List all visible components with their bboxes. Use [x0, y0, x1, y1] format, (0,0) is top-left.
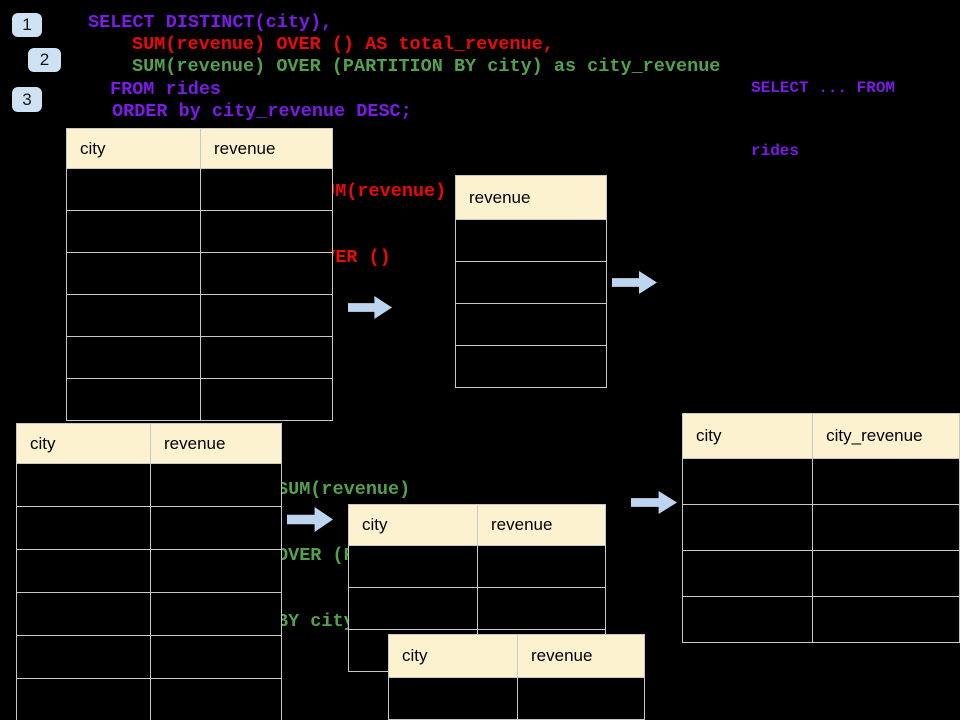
empty-cell [200, 210, 333, 253]
sql-line-select: SELECT DISTINCT(city), [88, 12, 333, 33]
empty-cell [200, 294, 333, 337]
flow-arrow-total-result-icon [612, 271, 657, 294]
empty-cell [812, 596, 960, 643]
annotation-line: SUM(revenue) [313, 181, 447, 202]
empty-cell [812, 458, 960, 505]
empty-cell [812, 504, 960, 551]
column-header-city: city [66, 128, 201, 169]
sql-line-order: ORDER by city_revenue DESC; [112, 101, 412, 122]
column-header-revenue: revenue [455, 175, 607, 220]
empty-cell [681, 458, 814, 505]
sql-line-total-revenue: SUM(revenue) OVER () AS total_revenue, [132, 34, 554, 55]
data-table: revenue [455, 175, 607, 388]
empty-cell [16, 678, 151, 720]
column-header-city: city [16, 423, 151, 464]
column-header-city: city [388, 634, 518, 678]
column-header-revenue: revenue [517, 634, 645, 678]
column-header-revenue: revenue [477, 504, 606, 546]
empty-cell [66, 252, 201, 295]
table-total-revenue-result: revenue [455, 175, 607, 388]
empty-cell [388, 677, 518, 720]
empty-cell [150, 678, 282, 720]
empty-cell [455, 261, 607, 304]
empty-cell [681, 504, 814, 551]
note-line-1: SELECT ... FROM [751, 79, 896, 97]
column-header-revenue: revenue [150, 423, 282, 464]
empty-cell [681, 550, 814, 597]
flow-arrow-partition-result-icon [631, 491, 677, 514]
empty-cell [150, 592, 282, 636]
empty-cell [150, 463, 282, 507]
sql-line-city-revenue: SUM(revenue) OVER (PARTITION BY city) as… [132, 56, 721, 77]
step-badge-1: 1 [12, 13, 42, 37]
empty-cell [16, 506, 151, 550]
empty-cell [455, 303, 607, 346]
empty-cell [16, 592, 151, 636]
step-badge-3: 3 [12, 87, 42, 112]
empty-cell [66, 294, 201, 337]
empty-cell [66, 168, 201, 211]
empty-cell [150, 506, 282, 550]
empty-cell [200, 168, 333, 211]
note-line-2: rides [751, 142, 800, 160]
empty-cell [812, 550, 960, 597]
empty-cell [681, 596, 814, 643]
empty-cell [455, 219, 607, 262]
empty-cell [150, 635, 282, 679]
column-header-city_revenue: city_revenue [812, 413, 960, 459]
empty-cell [66, 210, 201, 253]
empty-cell [150, 549, 282, 593]
column-header-city: city [348, 504, 478, 546]
empty-cell [517, 677, 645, 720]
step-badge-2: 2 [28, 48, 61, 72]
empty-cell [348, 545, 478, 588]
empty-cell [455, 345, 607, 388]
sql-line-from: FROM rides [110, 79, 222, 100]
empty-cell [16, 549, 151, 593]
empty-cell [66, 336, 201, 379]
empty-cell [16, 635, 151, 679]
empty-cell [200, 378, 333, 421]
empty-cell [16, 463, 151, 507]
empty-cell [200, 252, 333, 295]
empty-cell [477, 545, 606, 588]
empty-cell [200, 336, 333, 379]
note-select-from-rides: SELECT ... FROM rides [751, 36, 895, 204]
column-header-city: city [681, 413, 814, 459]
empty-cell [348, 587, 478, 630]
column-header-revenue: revenue [200, 128, 333, 169]
annotation-line: SUM(revenue) [277, 479, 411, 500]
empty-cell [66, 378, 201, 421]
empty-cell [477, 587, 606, 630]
